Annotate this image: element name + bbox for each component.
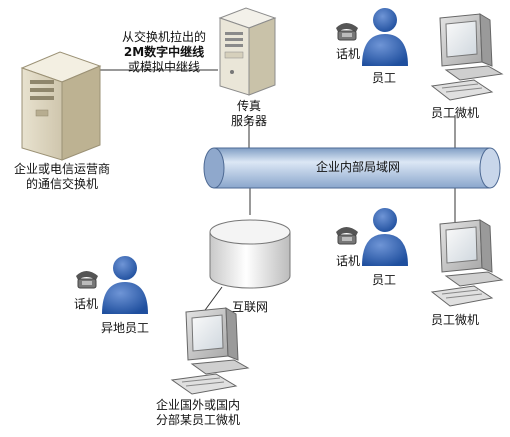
fax-server-icon: [218, 7, 277, 96]
fax-server-label-line2: 服务器: [230, 114, 267, 128]
pbx-label: 企业或电信运营商 的通信交换机: [0, 162, 124, 192]
phone-mid-icon: [336, 227, 358, 245]
phone-remote-icon: [76, 271, 98, 289]
phone-top-label: 话机: [336, 47, 361, 61]
staff-mid-icon: [362, 208, 408, 266]
connection-lines: [100, 69, 456, 318]
phone-top-icon: [336, 23, 358, 41]
staff-mid-label: 员工: [372, 273, 397, 287]
staff-top-label: 员工: [372, 71, 397, 85]
pc-top-icon: [430, 13, 504, 101]
staff-remote-icon: [102, 256, 148, 314]
pc-remote-label-line1: 企业国外或国内: [155, 398, 240, 412]
staff-top-icon: [362, 8, 408, 66]
internet-cylinder-icon: [209, 219, 291, 289]
phone-remote-label: 话机: [74, 297, 99, 311]
trunk-label: 从交换机拉出的 2M数字中继线 或模拟中继线: [104, 30, 224, 75]
pc-mid-icon: [430, 219, 504, 307]
staff-remote-label: 异地员工: [101, 321, 150, 335]
fax-server-label-line1: 传真: [236, 99, 261, 113]
pbx-label-line1: 企业或电信运营商: [13, 162, 110, 176]
pc-remote-icon: [170, 307, 250, 395]
pc-remote-label-line2: 分部某员工微机: [155, 413, 240, 427]
pbx-server-icon: [20, 51, 102, 161]
pc-top-label: 员工微机: [431, 106, 480, 120]
trunk-label-line2: 2M数字中继线: [123, 45, 205, 59]
pc-remote-label: 企业国外或国内 分部某员工微机: [138, 398, 258, 428]
internet-label: 互联网: [232, 300, 269, 314]
phone-mid-label: 话机: [336, 254, 361, 268]
pc-mid-label: 员工微机: [431, 313, 480, 327]
pbx-label-line2: 的通信交换机: [25, 177, 98, 191]
trunk-label-line3: 或模拟中继线: [127, 60, 200, 74]
lan-pipe-icon: [203, 147, 501, 189]
trunk-label-line1: 从交换机拉出的: [121, 30, 206, 44]
fax-server-label: 传真 服务器: [219, 99, 279, 129]
lan-label: 企业内部局域网: [315, 160, 400, 174]
